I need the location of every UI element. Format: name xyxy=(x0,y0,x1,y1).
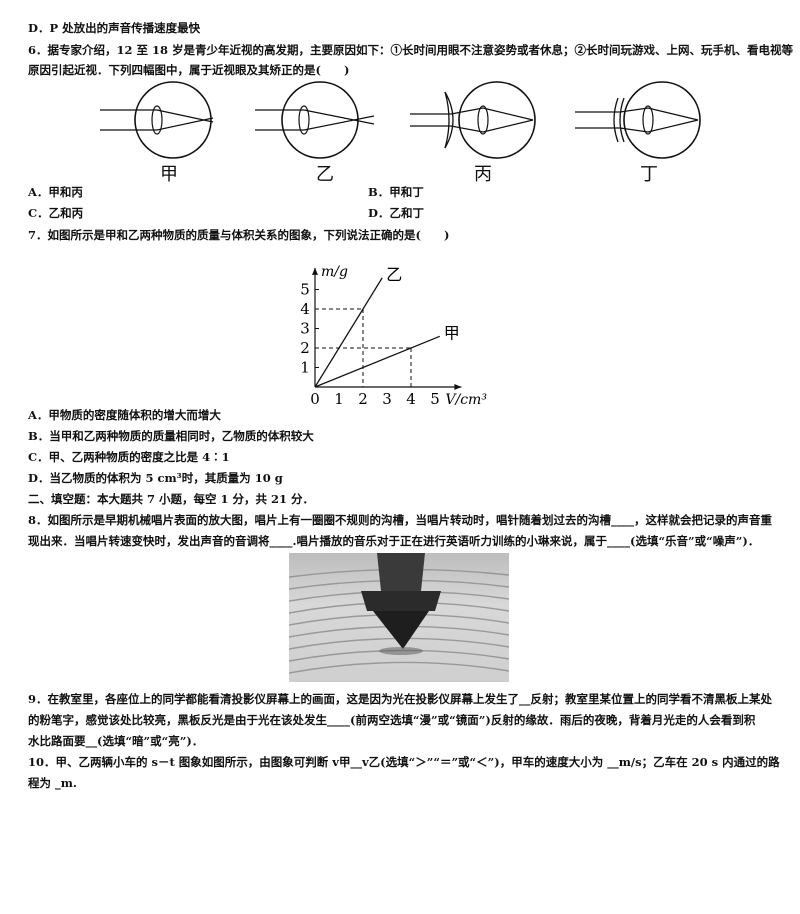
q6-option-d: D．乙和丁 xyxy=(368,206,424,220)
x-tick-label: 4 xyxy=(406,390,416,408)
y-axis-arrow xyxy=(312,267,318,275)
x-tick-label: 0 xyxy=(310,390,320,408)
eye-diagram-ding xyxy=(575,81,701,159)
record-groove-photo xyxy=(289,553,509,682)
eye-diagram-bing xyxy=(410,81,536,159)
q8-stem-line2: 现出来．当唱片转速变快时，发出声音的音调将____.唱片播放的音乐对于正在进行英… xyxy=(28,534,760,548)
q10-stem-line2: 程为 _m. xyxy=(28,776,77,790)
q7-option-a: A．甲物质的密度随体积的增大而增大 xyxy=(28,408,221,422)
y-tick-label: 1 xyxy=(300,359,310,377)
series-line-jia xyxy=(314,335,441,388)
y-tick-label: 3 xyxy=(300,320,310,338)
x-tick-label: 3 xyxy=(382,390,392,408)
q7-option-d: D．当乙物质的体积为 5 cm³时，其质量为 10 g xyxy=(28,471,283,485)
q6-stem-line2: 原因引起近视．下列四幅图中，属于近视眼及其矫正的是( ) xyxy=(28,63,350,77)
q6-stem-line1: 6．据专家介绍，12 至 18 岁是青少年近视的高发期，主要原因如下：①长时间用… xyxy=(28,43,794,57)
q8-stem-line1: 8．如图所示是早期机械唱片表面的放大图，唱片上有一圈圈不规则的沟槽，当唱片转动时… xyxy=(28,513,772,527)
series-line-yi xyxy=(314,277,383,388)
q6-option-a: A．甲和丙 xyxy=(28,185,83,199)
q9-stem-line3: 水比路面要__(选填“暗”或“亮”)． xyxy=(28,734,204,748)
caption-yi: 乙 xyxy=(316,164,334,185)
caption-ding: 丁 xyxy=(640,164,658,185)
q9-stem-line2: 的粉笔字，感觉该处比较亮，黑板反光是由于光在该处发生____(前两空选填“漫”或… xyxy=(28,713,756,727)
q6-option-b: B．甲和丁 xyxy=(368,185,424,199)
x-tick-label: 1 xyxy=(334,390,344,408)
y-axis-label: m/g xyxy=(321,264,348,280)
caption-jia: 甲 xyxy=(160,164,178,185)
q7-option-c: C．甲、乙两种物质的密度之比是 4∶1 xyxy=(28,450,230,464)
y-tick-label: 2 xyxy=(300,339,310,357)
series-label: 甲 xyxy=(444,323,460,342)
eye-diagram-yi xyxy=(255,81,375,159)
x-axis-arrow xyxy=(454,384,462,390)
q9-stem-line1: 9．在教室里，各座位上的同学都能看清投影仪屏幕上的画面，这是因为光在投影仪屏幕上… xyxy=(28,692,772,706)
x-axis-label: V/cm³ xyxy=(445,392,487,408)
y-tick-label: 5 xyxy=(300,281,310,299)
x-tick-label: 2 xyxy=(358,390,368,408)
q6-option-c: C．乙和丙 xyxy=(28,206,84,220)
q5-option-d: D．P 处放出的声音传播速度最快 xyxy=(28,21,201,35)
caption-bing: 丙 xyxy=(474,164,492,185)
eye-diagram-jia xyxy=(100,81,214,159)
q7-option-b: B．当甲和乙两种物质的质量相同时，乙物质的体积较大 xyxy=(28,429,314,443)
q10-stem-line1: 10．甲、乙两辆小车的 s－t 图象如图所示，由图象可判断 v甲__v乙(选填“… xyxy=(28,755,780,769)
section-2-heading: 二、填空题：本大题共 7 小题，每空 1 分，共 21 分． xyxy=(28,492,315,506)
series-label: 乙 xyxy=(386,265,402,284)
q7-stem: 7．如图所示是甲和乙两种物质的质量与体积关系的图象，下列说法正确的是( ) xyxy=(28,228,450,242)
record-needle-image xyxy=(289,553,509,674)
x-tick-label: 5 xyxy=(430,390,440,408)
y-tick-label: 4 xyxy=(300,300,310,318)
